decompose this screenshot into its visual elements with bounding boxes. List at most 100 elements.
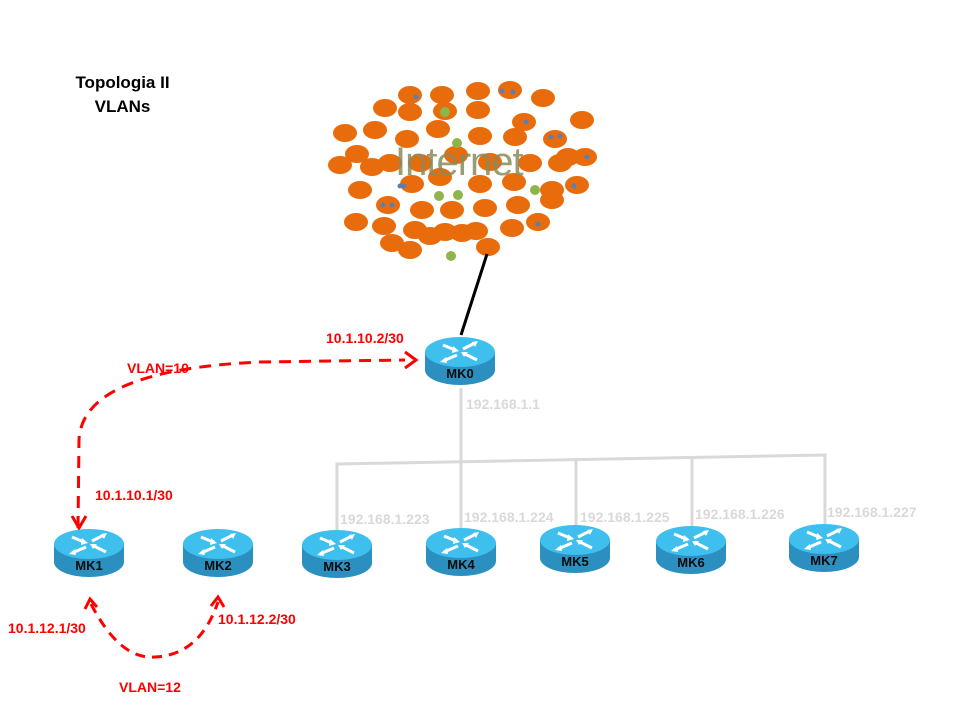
cloud-node-blue: [389, 202, 395, 208]
cloud-node-blue: [584, 154, 590, 160]
router-mk4[interactable]: MK4: [424, 526, 498, 578]
vlan10-label: VLAN=10: [127, 360, 189, 376]
bus-trunk: [335, 453, 827, 530]
cloud-node-green: [440, 107, 450, 117]
cloud-blob: [344, 213, 368, 231]
ip-label-mk3: 192.168.1.223: [340, 511, 430, 527]
cloud-blob: [466, 82, 490, 100]
cloud-node-green: [434, 191, 444, 201]
router-name: MK4: [447, 557, 475, 572]
vlan12-link: [83, 594, 226, 659]
cloud-blob: [502, 173, 526, 191]
router-mk5[interactable]: MK5: [538, 523, 612, 575]
cloud-blob: [503, 128, 527, 146]
cloud-blob: [395, 130, 419, 148]
cloud-blob: [440, 201, 464, 219]
cloud-blob: [473, 199, 497, 217]
cloud-blob: [398, 241, 422, 259]
cloud-blob: [444, 146, 468, 164]
ip-label-mk1-vlan12: 10.1.12.1/30: [8, 620, 86, 636]
cloud-blob: [518, 154, 542, 172]
cloud-blob: [531, 89, 555, 107]
cloud-blob: [345, 145, 369, 163]
diagram-subtitle: VLANs: [94, 97, 151, 116]
cloud-node-blue: [571, 183, 577, 189]
cloud-blob: [400, 175, 424, 193]
router-mk6[interactable]: MK6: [654, 524, 728, 576]
router-name: MK0: [446, 366, 474, 381]
cloud-blob: [426, 120, 450, 138]
cloud-blob: [468, 175, 492, 193]
cloud-blob: [468, 127, 492, 145]
cloud-blob: [376, 196, 400, 214]
router-icon: [540, 525, 610, 573]
cloud-blob: [565, 176, 589, 194]
router-name: MK5: [561, 554, 589, 569]
cloud-blob: [540, 191, 564, 209]
router-icon: [789, 524, 859, 572]
router-icon: [656, 526, 726, 574]
ip-label-mk0-lan: 192.168.1.1: [466, 396, 540, 412]
cloud-blob: [398, 103, 422, 121]
cloud-node-blue: [397, 183, 403, 189]
router-name: MK2: [204, 558, 232, 573]
cloud-blob: [428, 168, 452, 186]
internet-label: Internet: [395, 140, 524, 184]
cloud-blob: [548, 154, 572, 172]
cloud-node-green: [452, 138, 462, 148]
vlan10-link: [70, 350, 419, 531]
cloud-blob: [408, 154, 432, 172]
cloud-node-blue: [510, 89, 516, 95]
cloud-blob: [543, 130, 567, 148]
ip-label-mk7: 192.168.1.227: [827, 504, 917, 520]
router-icon: [302, 530, 372, 578]
ip-label-mk1-vlan10: 10.1.10.1/30: [95, 487, 173, 503]
cloud-node-blue: [380, 202, 386, 208]
cloud-blob: [363, 121, 387, 139]
router-mk0[interactable]: MK0: [423, 335, 497, 387]
cloud-blob: [506, 196, 530, 214]
cloud-blob: [373, 99, 397, 117]
ip-label-mk0-vlan10: 10.1.10.2/30: [326, 330, 404, 346]
router-mk7[interactable]: MK7: [787, 522, 861, 574]
ip-label-mk6: 192.168.1.226: [695, 506, 785, 522]
cloud-blob: [478, 153, 502, 171]
router-name: MK7: [810, 553, 838, 568]
cloud-node-blue: [413, 94, 419, 100]
cloud-blob: [410, 201, 434, 219]
cloud-blob: [380, 234, 404, 252]
vlan12-arrow-mk2: [209, 594, 226, 608]
lan-bus: [335, 388, 827, 530]
ip-label-mk2-vlan12: 10.1.12.2/30: [218, 611, 296, 627]
router-mk1[interactable]: MK1: [52, 527, 126, 579]
diagram-title: Topologia II: [75, 73, 170, 92]
cloud-node-blue: [401, 183, 407, 189]
vlan12-arrow-mk1: [83, 596, 99, 610]
router-mk3[interactable]: MK3: [300, 528, 374, 580]
ip-label-mk5: 192.168.1.225: [580, 509, 670, 525]
router-icon: [183, 529, 253, 577]
ip-label-mk4: 192.168.1.224: [464, 509, 554, 525]
router-icon: [426, 528, 496, 576]
vlan10-arrow-mk0: [404, 350, 419, 370]
router-name: MK1: [75, 558, 103, 573]
cloud-blob: [500, 219, 524, 237]
cloud-node-blue: [499, 88, 505, 94]
cloud-node-blue: [557, 133, 563, 139]
cloud-blob: [360, 158, 384, 176]
router-mk2[interactable]: MK2: [181, 527, 255, 579]
cloud-blob: [333, 124, 357, 142]
cloud-node-blue: [548, 134, 554, 140]
cloud-blob: [570, 111, 594, 129]
cloud-node-green: [453, 190, 463, 200]
cloud-node-green: [446, 251, 456, 261]
cloud-node-blue: [535, 221, 541, 227]
router-icon: [425, 337, 495, 385]
cloud-blob: [476, 238, 500, 256]
cloud-blob: [466, 101, 490, 119]
router-name: MK3: [323, 559, 351, 574]
cloud-blob: [372, 217, 396, 235]
cloud-blob: [398, 86, 422, 104]
cloud-blob: [328, 156, 352, 174]
